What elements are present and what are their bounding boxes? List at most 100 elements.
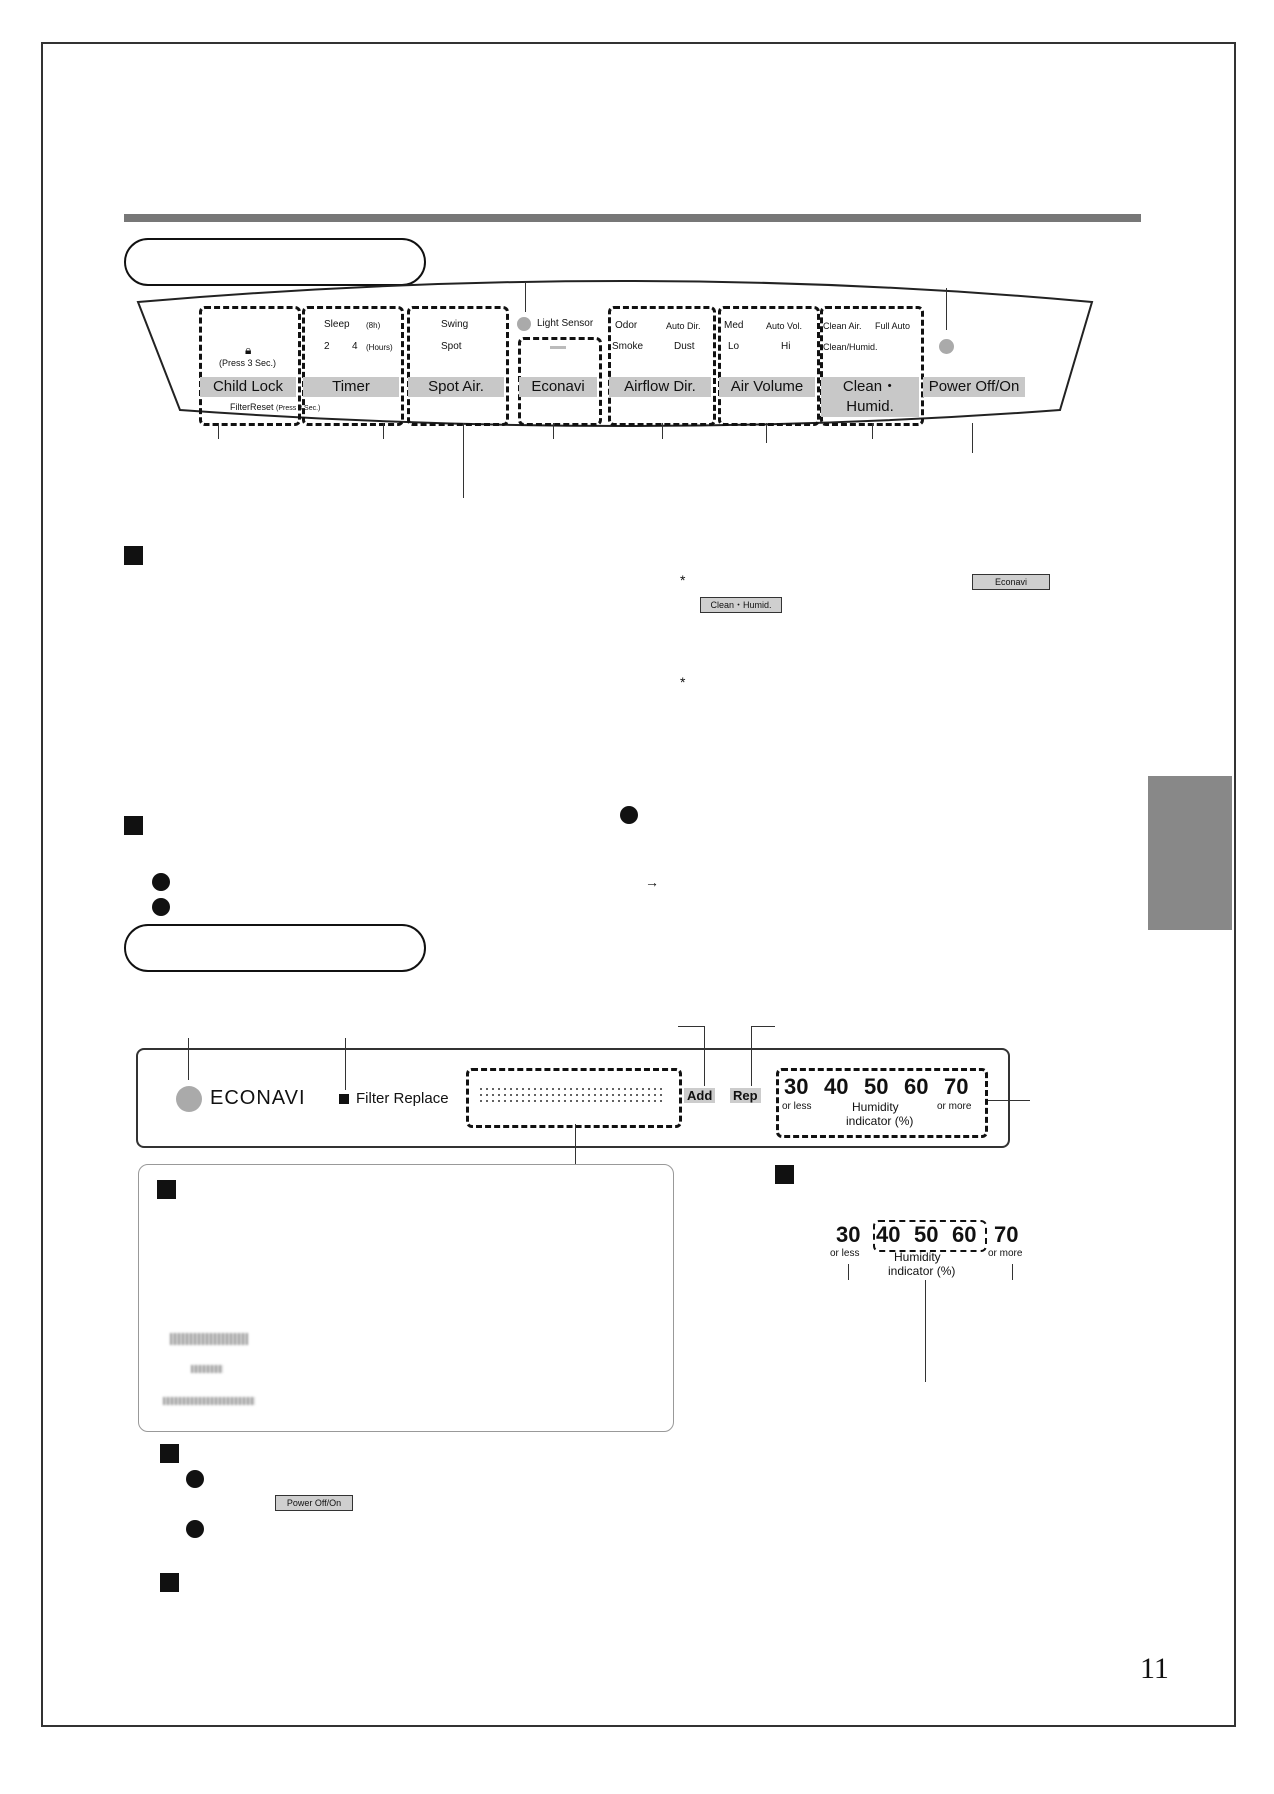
filter-reset-note: (Press 3 Sec.) bbox=[276, 405, 321, 412]
leader-line bbox=[946, 288, 947, 330]
humidity-label-2: indicator (%) bbox=[846, 1114, 914, 1128]
leader-line bbox=[188, 1038, 189, 1080]
airflow-auto-dir-label: Auto Dir. bbox=[666, 321, 701, 331]
bullet-dot bbox=[620, 806, 638, 824]
leader-line bbox=[345, 1038, 346, 1090]
humidity-detail-bracket bbox=[873, 1220, 987, 1252]
section-marker-square bbox=[160, 1444, 179, 1463]
asterisk-note: * bbox=[680, 674, 686, 690]
timer-sleep-hours: (8h) bbox=[366, 321, 381, 330]
leader-line bbox=[704, 1026, 705, 1086]
air-volume-hi-label: Hi bbox=[781, 341, 791, 352]
humidity-label-1: Humidity bbox=[852, 1100, 899, 1114]
page-frame bbox=[41, 42, 1236, 1727]
section-heading-pill-2 bbox=[124, 924, 426, 972]
lock-icon: 🔒︎ bbox=[245, 343, 252, 357]
leader-line bbox=[662, 423, 663, 439]
econavi-chip: Econavi bbox=[972, 574, 1050, 590]
air-volume-lo-label: Lo bbox=[728, 341, 740, 352]
leader-line bbox=[848, 1264, 849, 1280]
leader-line bbox=[972, 423, 973, 453]
humidity-detail-label-1: Humidity bbox=[894, 1250, 941, 1264]
leader-line bbox=[1012, 1264, 1013, 1280]
timer-group bbox=[302, 306, 404, 426]
leader-line bbox=[553, 423, 554, 439]
timer-hours-label: (Hours) bbox=[366, 343, 393, 352]
filter-reset-label: FilterReset (Press 3 Sec.) bbox=[230, 402, 320, 412]
bullet-dot bbox=[186, 1520, 204, 1538]
leader-line bbox=[525, 282, 526, 312]
blurred-graphic bbox=[170, 1333, 248, 1345]
bullet-dot bbox=[152, 898, 170, 916]
leader-line bbox=[218, 423, 219, 439]
humidity-detail-70: 70 bbox=[994, 1222, 1019, 1247]
spot-air-group bbox=[407, 306, 509, 426]
clean-humid-button[interactable]: Clean・Humid. bbox=[821, 377, 919, 417]
air-volume-med-label: Med bbox=[724, 320, 744, 331]
timer-button[interactable]: Timer bbox=[303, 377, 399, 397]
airflow-smoke-label: Smoke bbox=[612, 341, 644, 352]
leader-line bbox=[463, 423, 464, 498]
econavi-button[interactable]: Econavi bbox=[519, 377, 597, 397]
add-indicator: Add bbox=[684, 1088, 716, 1103]
timer-4-label: 4 bbox=[352, 341, 358, 352]
leader-line bbox=[872, 423, 873, 439]
leader-line bbox=[751, 1026, 752, 1086]
econavi-indicator bbox=[550, 346, 566, 349]
humidity-or-more: or more bbox=[937, 1101, 972, 1112]
leader-line bbox=[766, 423, 767, 443]
power-indicator-icon bbox=[939, 339, 954, 354]
humidity-detail-30: 30 bbox=[836, 1222, 861, 1247]
clean-humid-mode-label: Clean/Humid. bbox=[823, 342, 878, 352]
content-box bbox=[138, 1164, 674, 1432]
bullet-dot bbox=[152, 873, 170, 891]
section-marker-square bbox=[775, 1165, 794, 1184]
rep-indicator: Rep bbox=[730, 1088, 761, 1103]
child-lock-button[interactable]: Child Lock bbox=[200, 377, 296, 397]
humidity-detail-60: 60 bbox=[952, 1222, 977, 1247]
humidity-value-70: 70 bbox=[944, 1074, 969, 1099]
section-marker-square bbox=[124, 546, 143, 565]
humidity-value-60: 60 bbox=[904, 1074, 929, 1099]
power-button[interactable]: Power Off/On bbox=[923, 377, 1025, 397]
power-chip: Power Off/On bbox=[275, 1495, 353, 1511]
light-sensor-label: Light Sensor bbox=[537, 318, 594, 329]
filter-replace-label: Filter Replace bbox=[356, 1090, 449, 1107]
timer-2-label: 2 bbox=[324, 341, 330, 352]
leader-line bbox=[751, 1026, 775, 1027]
airflow-odor-label: Odor bbox=[615, 320, 638, 331]
humidity-value-30: 30 bbox=[784, 1074, 809, 1099]
humidity-indicator-group bbox=[776, 1068, 988, 1138]
full-auto-label: Full Auto bbox=[875, 321, 911, 331]
humidity-value-40: 40 bbox=[824, 1074, 849, 1099]
air-volume-button[interactable]: Air Volume bbox=[719, 377, 815, 397]
leader-line bbox=[575, 1124, 576, 1164]
child-lock-group bbox=[199, 306, 301, 426]
child-lock-hint: (Press 3 Sec.) bbox=[219, 358, 277, 368]
asterisk-note: * bbox=[680, 572, 686, 588]
section-marker-square bbox=[124, 816, 143, 835]
spot-air-button[interactable]: Spot Air. bbox=[408, 377, 504, 397]
humidity-detail-50: 50 bbox=[914, 1222, 939, 1247]
leader-line bbox=[678, 1026, 704, 1027]
airflow-dir-button[interactable]: Airflow Dir. bbox=[609, 377, 711, 397]
leader-line bbox=[925, 1280, 926, 1382]
econavi-brand: ECONAVI bbox=[210, 1087, 306, 1109]
humidity-detail-40: 40 bbox=[876, 1222, 901, 1247]
clean-air-label: Clean Air. bbox=[823, 321, 862, 331]
section-marker-square bbox=[160, 1573, 179, 1592]
humidity-or-less: or less bbox=[782, 1101, 812, 1112]
section-heading-pill-1 bbox=[124, 238, 426, 286]
airflow-dust-label: Dust bbox=[674, 341, 695, 352]
page-number: 11 bbox=[1140, 1652, 1169, 1685]
air-volume-group bbox=[718, 306, 820, 426]
section-marker-square bbox=[157, 1180, 176, 1199]
light-sensor-icon bbox=[517, 317, 531, 331]
spot-air-swing-label: Swing bbox=[441, 319, 469, 330]
humidity-detail-or-less: or less bbox=[830, 1248, 860, 1259]
section-rule bbox=[124, 214, 1141, 222]
arrow-glyph: → bbox=[645, 874, 659, 890]
filter-replace-indicator bbox=[339, 1094, 349, 1104]
bullet-dot bbox=[186, 1470, 204, 1488]
timer-sleep-label: Sleep bbox=[324, 319, 350, 330]
